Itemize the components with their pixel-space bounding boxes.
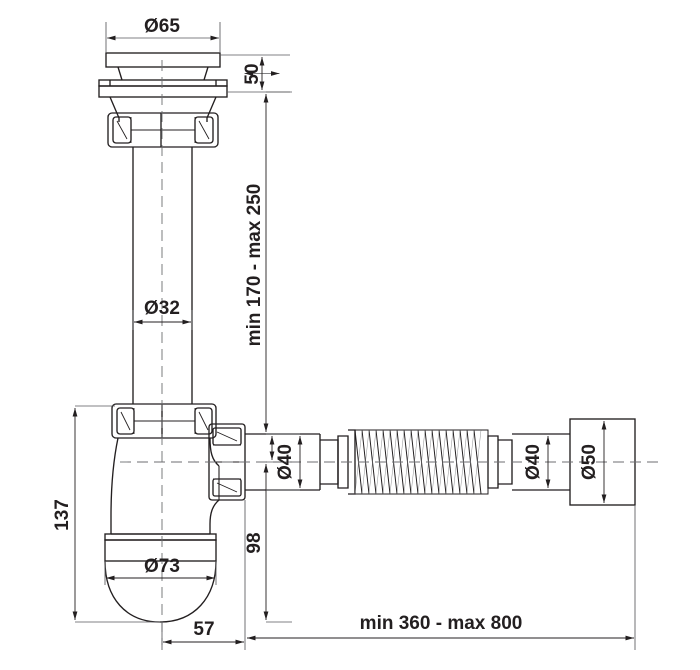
label-outlet-pipe-diameter: Ø40: [275, 444, 296, 480]
hose-inlet-collar: [320, 435, 349, 489]
lower-union-nut: [111, 403, 217, 439]
label-outlet-height: 98: [244, 532, 265, 553]
vertical-tailpipe: [132, 147, 193, 404]
label-flange-diameter: Ø65: [144, 16, 180, 37]
product-outline: [98, 52, 636, 623]
dimension-labels: Ø65 50 Ø32 min 170 - max 250 137 Ø73 98 …: [52, 16, 600, 640]
label-vertical-adjust: min 170 - max 250: [244, 184, 265, 347]
bottle-trap-body: [110, 437, 220, 535]
hose-tail-pipe: [512, 433, 570, 491]
label-tailpipe-diameter: Ø32: [144, 298, 180, 319]
label-outlet-offset: 57: [193, 619, 214, 640]
strainer-washer-plate: [98, 79, 228, 98]
label-flange-height: 50: [242, 63, 263, 84]
label-socket-diameter: Ø50: [579, 444, 600, 480]
sink-strainer-flange: [105, 52, 221, 81]
label-horizontal-reach: min 360 - max 800: [360, 613, 523, 634]
label-bottle-height: 137: [52, 499, 73, 531]
upper-union-nut: [107, 112, 219, 148]
label-bottle-diameter: Ø73: [144, 556, 180, 577]
centerlines: [120, 60, 660, 645]
label-hose-end-diameter: Ø40: [523, 444, 544, 480]
dimension-lines: [72, 22, 636, 650]
strainer-body-taper: [109, 96, 217, 122]
